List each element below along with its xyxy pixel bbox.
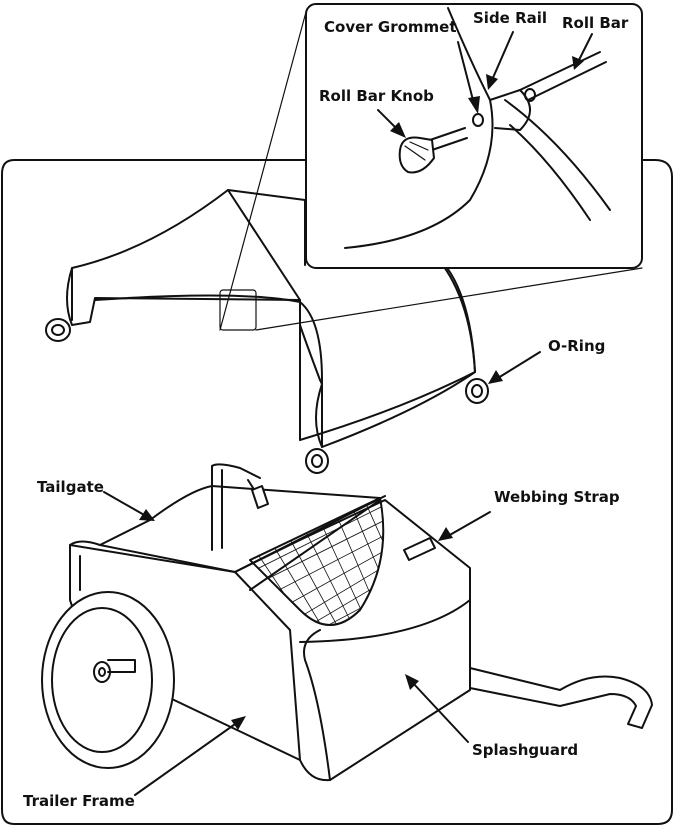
wheel	[41, 591, 175, 769]
leader-arrows	[103, 31, 593, 796]
o-ring-right	[465, 378, 489, 404]
roll-bar-knob-label: Roll Bar Knob	[319, 87, 434, 105]
o-ring-label: O-Ring	[548, 337, 605, 355]
roll-bar-label: Roll Bar	[562, 14, 629, 32]
webbing-strap-label: Webbing Strap	[494, 488, 620, 506]
zoom-line-left	[219, 11, 307, 331]
cover-grommet-label: Cover Grommet	[324, 18, 457, 36]
side-rail-label: Side Rail	[473, 9, 547, 27]
splashguard-label: Splashguard	[472, 741, 578, 759]
tailgate-label: Tailgate	[37, 478, 104, 496]
outer-frame	[1, 159, 673, 825]
trailer-frame-label: Trailer Frame	[23, 792, 135, 810]
o-ring-left	[45, 318, 71, 342]
detail-inset	[305, 3, 643, 269]
o-ring-bottom	[305, 448, 329, 474]
webbing-strap-part	[247, 479, 436, 561]
zoom-line-right	[255, 267, 643, 331]
roll-bar-knob-part	[398, 127, 468, 174]
tow-arm	[469, 667, 653, 729]
zoom-region-box	[219, 289, 257, 331]
trailer-body	[69, 463, 471, 782]
